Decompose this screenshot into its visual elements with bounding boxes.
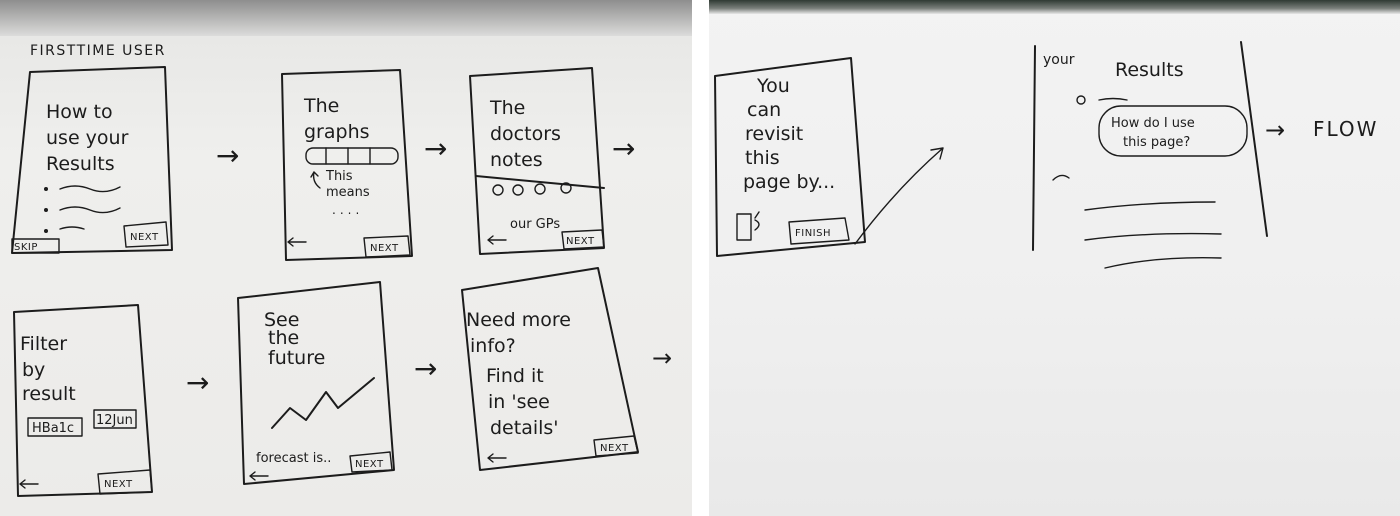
screen-text-line: use your — [46, 127, 129, 149]
sketch-heading: FIRSTTIME USER — [30, 43, 166, 59]
next-button — [363, 235, 411, 258]
screen-text-line: by — [22, 359, 45, 381]
help-bubble — [1098, 105, 1248, 157]
page-shadow — [0, 0, 692, 36]
screen-text-line: You — [756, 75, 790, 97]
screen-text-line: Filter — [20, 333, 67, 355]
screen-graphs: The graphs This means .... NEXT — [281, 69, 413, 261]
screen-revisit: You can revisit this page by... FINISH — [714, 57, 866, 257]
next-button-label: NEXT — [370, 243, 399, 254]
screen-doctors-notes: The doctors notes our GPs NEXT — [469, 67, 605, 255]
screen-caption: forecast is.. — [256, 451, 331, 466]
filter-chip — [27, 417, 83, 437]
flow-arrow: → — [414, 352, 437, 385]
results-title: Results — [1115, 59, 1184, 81]
page-shadow — [709, 0, 1400, 14]
svg-text:....: .... — [332, 203, 363, 217]
sketchbook-page-left: FIRSTTIME USER How to use your Results S… — [0, 0, 692, 516]
screen-text-line: Need more — [466, 309, 571, 331]
skip-button-label: SKIP — [14, 242, 38, 253]
screen-text-line: future — [268, 347, 325, 369]
screen-text-line: The — [303, 95, 339, 117]
back-arrow-icon — [19, 479, 39, 489]
flow-arrow: → — [1265, 116, 1285, 144]
screen-text-line: details' — [490, 417, 559, 439]
screen-text-line: this — [745, 147, 780, 169]
phone-icon — [736, 213, 752, 241]
finish-button — [788, 217, 850, 245]
help-bubble-text: this page? — [1123, 135, 1190, 150]
finish-button-label: FINISH — [795, 228, 831, 239]
screen-caption: our GPs — [510, 217, 560, 232]
next-button — [561, 229, 605, 250]
screen-see-the-future: See the future forecast is.. NEXT — [237, 281, 395, 485]
screen-caption: means — [326, 185, 370, 200]
flow-label: FLOW — [1313, 117, 1378, 141]
next-button — [593, 435, 639, 457]
screen-text-line: page by... — [743, 171, 835, 193]
filter-chip — [93, 409, 137, 429]
screen-need-more-info: Need more info? Find it in 'see details'… — [461, 267, 639, 471]
screen-text-line: Find it — [486, 365, 544, 387]
filter-chip-label: HBa1c — [32, 421, 74, 436]
screen-text-line: The — [489, 97, 525, 119]
screen-text-line: result — [22, 383, 76, 405]
results-title-your: your — [1043, 52, 1075, 68]
next-button-label: NEXT — [130, 232, 159, 243]
flow-arrow: → — [424, 132, 447, 165]
screen-text-line: the — [268, 327, 299, 349]
next-button-label: NEXT — [355, 459, 384, 470]
back-arrow-icon — [487, 235, 507, 245]
flow-arrow: → — [612, 132, 635, 165]
screen-text-line: can — [747, 99, 781, 121]
next-button — [123, 221, 169, 248]
screen-text-line: in 'see — [488, 391, 550, 413]
screen-how-to-use: How to use your Results SKIP NEXT — [11, 66, 173, 254]
screen-text-line: See — [264, 309, 299, 331]
next-button-label: NEXT — [104, 479, 133, 490]
screen-text-line: revisit — [745, 123, 803, 145]
flow-arrow: → — [186, 366, 209, 399]
skip-button — [11, 238, 60, 254]
results-page-sketch: your Results How do I use this page? — [1032, 41, 1268, 269]
next-button — [349, 451, 393, 473]
help-bubble-text: How do I use — [1111, 116, 1195, 131]
screen-text-line: How to — [46, 101, 113, 123]
next-button — [97, 469, 153, 495]
screen-text-line: graphs — [304, 121, 370, 143]
back-arrow-icon — [487, 453, 507, 463]
back-arrow-icon — [249, 471, 269, 481]
forecast-line — [271, 377, 375, 429]
screen-caption: This — [325, 169, 353, 184]
flow-arrow: → — [216, 139, 239, 172]
filter-chip-label: 12Jun — [96, 413, 133, 428]
graph-bar — [305, 147, 399, 165]
screen-text-line: info? — [470, 335, 516, 357]
sketchbook-page-right: You can revisit this page by... FINISH y… — [709, 0, 1400, 516]
screen-text-line: doctors — [490, 123, 561, 145]
screen-text-line: Results — [46, 153, 115, 175]
back-arrow-icon — [287, 237, 307, 247]
next-button-label: NEXT — [600, 443, 629, 454]
flow-arrow: → — [652, 344, 672, 372]
flow-arrow — [854, 147, 944, 245]
next-button-label: NEXT — [566, 236, 595, 247]
screen-text-line: notes — [490, 149, 543, 171]
screen-filter-by-result: Filter by result HBa1c 12Jun NEXT — [13, 304, 153, 497]
tap-icon — [754, 211, 760, 231]
